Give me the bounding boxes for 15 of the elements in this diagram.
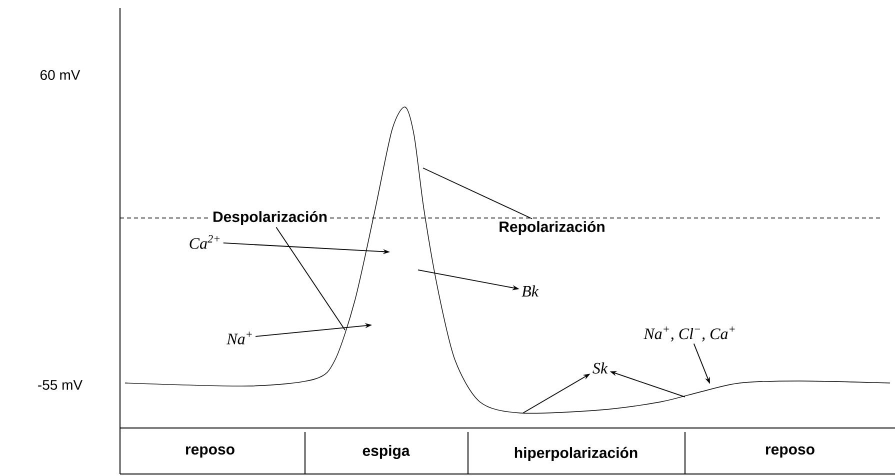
phase-name: espiga xyxy=(362,444,410,460)
phase-label: Despolarización xyxy=(210,208,330,228)
axis-label: 60 mV xyxy=(40,70,80,80)
ion-label: Sk xyxy=(592,362,608,374)
leader-line xyxy=(422,168,533,220)
axis-label: -55 mV xyxy=(38,380,82,390)
leader-line xyxy=(276,226,346,330)
phase-name: reposo xyxy=(766,446,814,458)
phase-name: hiperpolarización xyxy=(514,446,638,462)
ion-label: Ca$^{2+}$ xyxy=(190,235,220,249)
phase-name: reposo xyxy=(186,446,234,458)
ion-label: Na$^{+}$, Cl$^{−}$, Ca$^{+}$ xyxy=(644,326,735,342)
phase-label: Repolarización xyxy=(496,218,608,238)
ion-label: Na$^{+}$ xyxy=(226,332,252,344)
ion-label: Bk xyxy=(522,285,539,297)
